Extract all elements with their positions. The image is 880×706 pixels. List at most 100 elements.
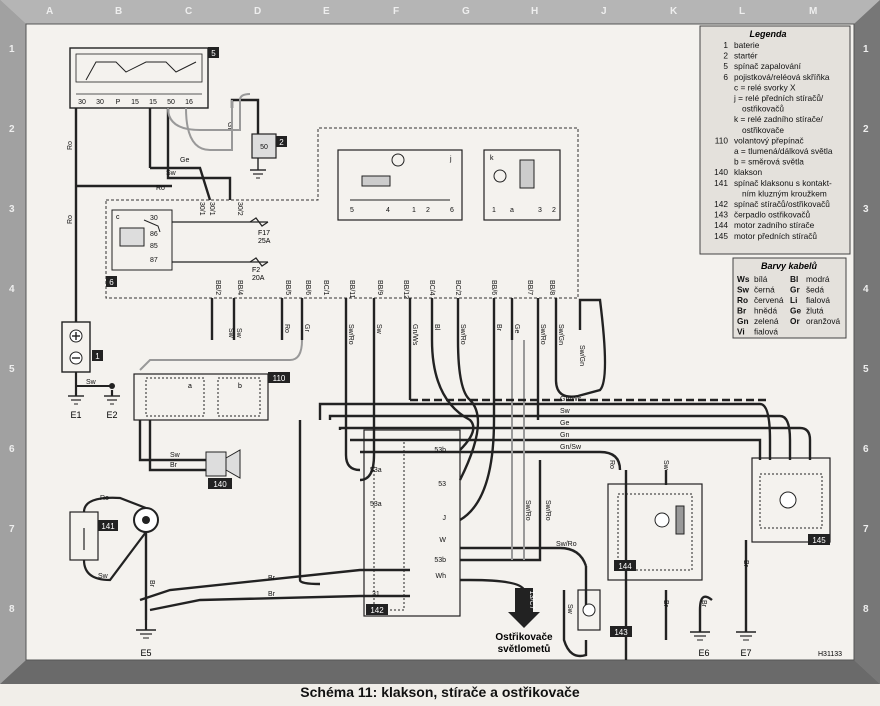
relay-j-label: j xyxy=(449,156,452,163)
relay-pin: 2 xyxy=(426,207,430,214)
wire-color-code: Br xyxy=(737,306,747,316)
switch-terminal: 53b xyxy=(434,447,446,454)
legend-item-text: klakson xyxy=(734,167,763,177)
switch-terminal: 53a xyxy=(370,501,382,508)
wire-label-box-b11: Ge xyxy=(513,324,520,333)
fuses xyxy=(172,217,269,267)
box-connector-label: BB/8 xyxy=(548,280,555,295)
box-connector-label: BB/6 xyxy=(304,280,311,295)
wire-color-code: Li xyxy=(790,295,797,305)
wire-label-ge: Ge xyxy=(180,157,189,164)
relay-pin: 5 xyxy=(350,207,354,214)
switch-terminal: J xyxy=(443,515,447,522)
wire-label-box-b9: Sw/Ro xyxy=(459,324,466,345)
ignition-terminal: 15 xyxy=(149,99,157,106)
box-connector-label: BB/9 xyxy=(376,280,383,295)
component-144-label: 144 xyxy=(618,562,632,571)
wire-label-ro2: Ro xyxy=(67,215,74,224)
component-2-label: 2 xyxy=(279,138,284,147)
grid-col-k: K xyxy=(670,6,678,17)
legend-item-number: 5 xyxy=(723,61,728,71)
starter-terminal: 50 xyxy=(260,144,268,151)
legend-item-number: 141 xyxy=(714,178,728,188)
wire-label-sw-144: Sw xyxy=(662,460,669,471)
image-code: H31133 xyxy=(818,651,842,658)
relay-pin: 1 xyxy=(412,207,416,214)
relay-c-pin: 87 xyxy=(150,257,158,264)
wire-label-br-e6: Br xyxy=(700,600,707,608)
grid-row-6: 6 xyxy=(9,444,15,455)
diagram-caption: Schéma 11: klakson, stírače a ostřikovač… xyxy=(300,684,580,700)
wire-label-ro-141: Ro xyxy=(100,495,109,502)
legend-item-text: spínač klaksonu s kontakt- xyxy=(734,178,832,188)
switch-b-label: b xyxy=(238,383,242,390)
wire-label-ro1: Ro xyxy=(67,141,74,150)
grid-col-h: H xyxy=(531,6,538,17)
component-110-label: 110 xyxy=(273,374,286,383)
legend-item-text: c = relé svorky X xyxy=(734,82,796,92)
legend-item-number: 140 xyxy=(714,167,728,177)
relay-k xyxy=(483,149,561,221)
grid-row-1-right: 1 xyxy=(863,44,869,55)
starter xyxy=(250,133,287,179)
box-connector-label: BB/12 xyxy=(402,280,409,299)
grid-col-g: G xyxy=(462,6,470,17)
washer-pump xyxy=(577,589,632,637)
wire-label-br-144: Br xyxy=(662,600,669,608)
rear-wiper-motor xyxy=(607,483,703,581)
wire-label-sw-gn2: Sw/Gn xyxy=(578,345,585,366)
legend-item-text: ním kluzným kroužkem xyxy=(742,188,827,198)
legend-item-text: b = směrová světla xyxy=(734,157,804,167)
grid-col-d: D xyxy=(254,6,261,17)
ground-e6-e7-symbols xyxy=(690,631,756,641)
wire-colors-title: Barvy kabelů xyxy=(761,261,818,271)
wire-color-name: černá xyxy=(754,285,775,295)
wire-label-swro-r1: Sw/Ro xyxy=(544,500,551,521)
box-connector-label: BB/11 xyxy=(348,280,355,299)
legend-item-text: k = relé zadního stírače/ xyxy=(734,114,823,124)
wire-label-swro-r3: Sw/Ro xyxy=(556,541,577,548)
relay-j xyxy=(337,149,463,221)
wire-label-bus-gnsw: Gn/Sw xyxy=(560,444,582,451)
legend-item-text: spínač zapalování xyxy=(734,61,802,71)
main-wires xyxy=(74,98,812,660)
wire-label-box-b1: Sw xyxy=(227,328,234,339)
grid-col-b: B xyxy=(115,6,122,17)
wire-color-name: oranžová xyxy=(806,316,841,326)
legend-item-text: motor zadního stírače xyxy=(734,220,815,230)
legend-item-number: 145 xyxy=(714,231,728,241)
nozzle-label-2: světlometů xyxy=(498,643,551,655)
wire-label-br-horn: Br xyxy=(170,462,178,469)
ground-e1: E1 xyxy=(70,410,81,420)
legend-item-text: ostřikovačů xyxy=(742,104,784,114)
grid-row-8-right: 8 xyxy=(863,604,869,615)
legend-item-number: 2 xyxy=(723,51,728,61)
wire-label-ro-top: Ro xyxy=(156,185,165,192)
grid-row-5: 5 xyxy=(9,364,15,375)
box-connector-label: BB/2 xyxy=(214,280,221,295)
relay-pin: 2 xyxy=(552,207,556,214)
wire-label-box-b7: Gn/Ws xyxy=(411,324,418,346)
wire-label-ro-144: Ro xyxy=(608,460,615,469)
fuse-relay-box xyxy=(105,127,579,299)
component-5-label: 5 xyxy=(211,49,216,58)
column-switch xyxy=(133,372,290,421)
component-142-label: 142 xyxy=(370,606,384,615)
component-140-label: 140 xyxy=(213,480,227,489)
connector-label: 30/1 xyxy=(198,202,205,216)
component-5-badge xyxy=(208,47,219,58)
relay-pin: 4 xyxy=(386,207,390,214)
wire-label-sw-pump: Sw xyxy=(566,604,573,615)
box-connector-label: BC/1 xyxy=(322,280,329,296)
wire-label-sw-e1: Sw xyxy=(86,379,97,386)
wire-label-bus-gn: Gn xyxy=(560,432,569,439)
wire-color-name: bílá xyxy=(754,274,768,284)
connector-label: Gn xyxy=(226,122,233,131)
relay-pin: 3 xyxy=(538,207,542,214)
wire-label-box-b6: Sw xyxy=(375,324,382,335)
box-connector-label: BB/7 xyxy=(526,280,533,295)
wire-label-box-b8: Bl xyxy=(433,324,440,331)
legend-item-text: a = tlumená/dálková světla xyxy=(734,146,833,156)
wire-color-code: Ws xyxy=(737,274,750,284)
